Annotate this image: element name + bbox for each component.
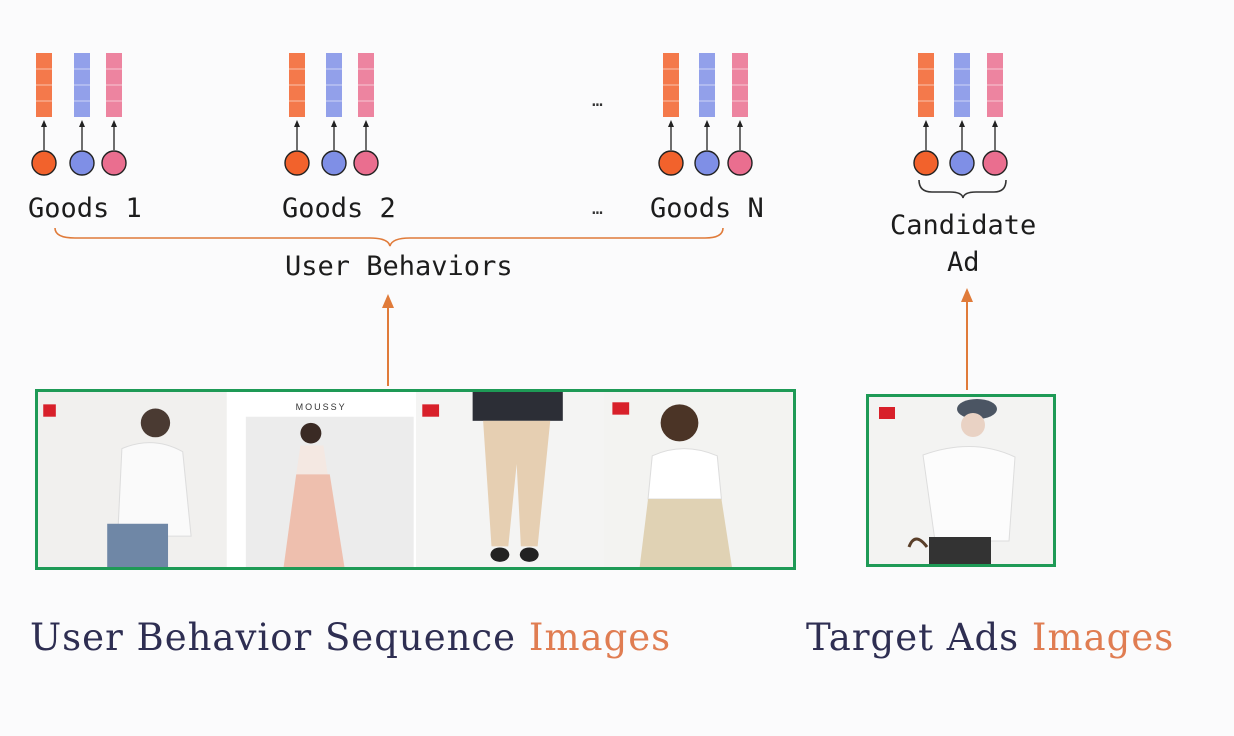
user-behaviors-brace [54, 227, 724, 247]
goods-2-feature-node-2 [321, 150, 347, 176]
goods-n-feature-node-3 [727, 150, 753, 176]
candidate-node-arrowhead-2 [959, 120, 965, 127]
target-ad-image [866, 394, 1056, 567]
candidate-label-line1: Candidate [890, 210, 1037, 241]
behavior-image-4 [604, 392, 793, 567]
goods-n-feature-node-2 [694, 150, 720, 176]
goods-1-feature-node-2 [69, 150, 95, 176]
goods-2-node-arrowhead-1 [294, 120, 300, 127]
behavior-arrow [382, 294, 394, 386]
candidate-node-arrowhead-3 [992, 120, 998, 127]
behavior-image-3 [415, 392, 605, 567]
candidate-feature-node-3 [982, 150, 1008, 176]
ellipsis-label-row: … [592, 198, 603, 219]
candidate-feature-node-2 [949, 150, 975, 176]
candidate-feature-node-1 [913, 150, 939, 176]
goods-2-node-arrowhead-3 [363, 120, 369, 127]
goods-n-label: Goods N [650, 193, 764, 224]
goods-n-node-arrowhead-1 [668, 120, 674, 127]
goods-n-node-arrowhead-2 [704, 120, 710, 127]
candidate-label-line2: Ad [947, 247, 980, 278]
behavior-image-2: MOUSSY [226, 392, 416, 567]
goods-1-node-arrowhead-1 [41, 120, 47, 127]
target-ads-caption: Target Ads Images [806, 616, 1174, 659]
candidate-brace [918, 179, 1007, 199]
user-behavior-image-strip: MOUSSY [35, 389, 796, 570]
goods-1-label: Goods 1 [28, 193, 142, 224]
goods-1-node-arrowhead-3 [111, 120, 117, 127]
user-behaviors-label: User Behaviors [285, 251, 513, 282]
goods-2-label: Goods 2 [282, 193, 396, 224]
goods-n-node-arrowhead-3 [737, 120, 743, 127]
goods-n-feature-node-1 [658, 150, 684, 176]
target-ads-caption-main: Target Ads [806, 616, 1032, 659]
user-behavior-caption-main: User Behavior Sequence [30, 616, 529, 659]
ellipsis-top: … [592, 90, 603, 111]
user-behavior-caption-accent: Images [528, 616, 672, 659]
user-behavior-caption: User Behavior Sequence Images [30, 616, 671, 659]
goods-2-node-arrowhead-2 [331, 120, 337, 127]
goods-1-feature-node-1 [31, 150, 57, 176]
goods-2-feature-node-1 [284, 150, 310, 176]
candidate-arrow [961, 288, 973, 390]
target-ads-caption-accent: Images [1031, 616, 1175, 659]
behavior-image-1 [38, 392, 227, 567]
goods-2-feature-node-3 [353, 150, 379, 176]
goods-1-feature-node-3 [101, 150, 127, 176]
brand-text: MOUSSY [295, 402, 347, 412]
candidate-node-arrowhead-1 [923, 120, 929, 127]
goods-1-node-arrowhead-2 [79, 120, 85, 127]
